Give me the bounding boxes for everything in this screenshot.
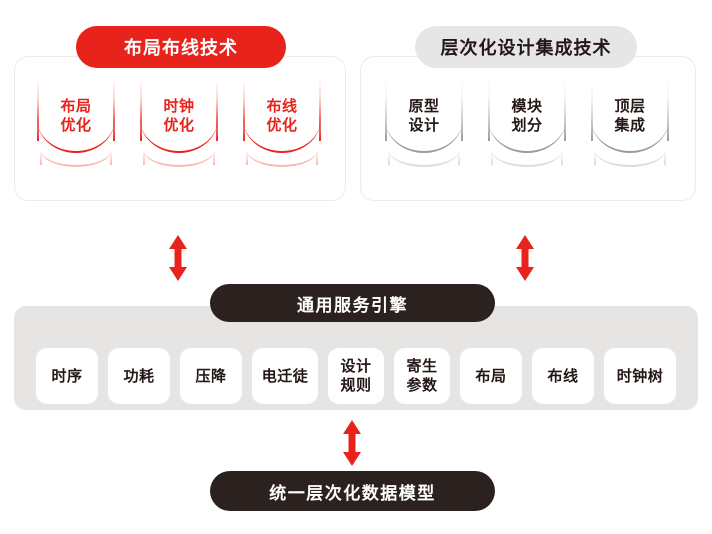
cylinder-base-shadow [491, 141, 563, 167]
data-model-pill: 统一层次化数据模型 [210, 471, 495, 511]
cylinder-wall-right [216, 79, 218, 141]
chip-power[interactable]: 功耗 [108, 348, 170, 404]
chip-electromigration[interactable]: 电迁徒 [252, 348, 318, 404]
cylinder-label: 模块划分 [488, 97, 566, 135]
cylinder-wall-left [385, 79, 387, 141]
chip-label: 电迁徒 [261, 367, 309, 385]
chip-label: 寄生 参数 [406, 358, 438, 394]
chip-label: 时钟树 [616, 367, 664, 385]
chip-ir-drop[interactable]: 压降 [180, 348, 242, 404]
cylinder-wall-left [591, 79, 593, 141]
cylinder-wall-left [488, 79, 490, 141]
cylinder-label-line2: 设计 [408, 117, 440, 134]
cylinder-base-shadow [594, 141, 666, 167]
panel-hierarchical-design: 原型设计 模块划分 顶层集成 [360, 56, 696, 201]
cylinder-base-shadow [246, 141, 318, 167]
cylinder-label: 顶层集成 [591, 97, 669, 135]
cylinder-label-line2: 优化 [163, 117, 195, 134]
chip-label: 时序 [51, 367, 83, 385]
cylinder-clock-optimization[interactable]: 时钟优化 [140, 79, 218, 175]
section-title-hierarchical-design: 层次化设计集成技术 [415, 26, 637, 68]
cylinder-wall-right [113, 79, 115, 141]
cylinder-label: 原型设计 [385, 97, 463, 135]
cylinder-wall-right [667, 79, 669, 141]
cylinder-label-line1: 时钟 [163, 98, 195, 115]
section-title-placement-routing: 布局布线技术 [76, 26, 286, 68]
double-arrow-icon-right-link [514, 235, 536, 281]
engine-title-pill: 通用服务引擎 [210, 284, 495, 322]
cylinder-label-line2: 优化 [266, 117, 298, 134]
cylinder-wall-left [140, 79, 142, 141]
cylinder-label-line1: 布线 [266, 98, 298, 115]
chip-label: 布线 [547, 367, 579, 385]
cylinder-wall-right [564, 79, 566, 141]
chip-design-rule[interactable]: 设计 规则 [328, 348, 384, 404]
cylinder-label-line1: 顶层 [614, 98, 646, 115]
chip-placement[interactable]: 布局 [460, 348, 522, 404]
cylinder-top-level-integration[interactable]: 顶层集成 [591, 79, 669, 175]
chip-parasitic-parameter[interactable]: 寄生 参数 [394, 348, 450, 404]
cylinder-label-line1: 布局 [60, 98, 92, 115]
cylinder-label-line1: 模块 [511, 98, 543, 115]
cylinder-placement-optimization[interactable]: 布局优化 [37, 79, 115, 175]
cylinder-wall-left [37, 79, 39, 141]
panel-placement-routing: 布局优化 时钟优化 布线优化 [14, 56, 346, 201]
chip-routing[interactable]: 布线 [532, 348, 594, 404]
cylinder-routing-optimization[interactable]: 布线优化 [243, 79, 321, 175]
cylinder-module-partition[interactable]: 模块划分 [488, 79, 566, 175]
cylinder-prototype-design[interactable]: 原型设计 [385, 79, 463, 175]
cylinder-group-right: 原型设计 模块划分 顶层集成 [361, 57, 695, 200]
double-arrow-icon-bottom-link [341, 420, 363, 466]
cylinder-label-line2: 划分 [511, 117, 543, 134]
cylinder-base-shadow [40, 141, 112, 167]
chip-label: 布局 [475, 367, 507, 385]
cylinder-group-left: 布局优化 时钟优化 布线优化 [15, 57, 345, 200]
chip-label: 设计 规则 [340, 358, 372, 394]
engine-chip-row: 时序 功耗 压降 电迁徒 设计 规则 寄生 参数 布局 布线 [14, 348, 698, 404]
cylinder-label: 布局优化 [37, 97, 115, 135]
cylinder-base-shadow [143, 141, 215, 167]
chip-label: 功耗 [123, 367, 155, 385]
cylinder-body [140, 79, 218, 153]
cylinder-label-line2: 优化 [60, 117, 92, 134]
chip-clock-tree[interactable]: 时钟树 [604, 348, 676, 404]
cylinder-label: 布线优化 [243, 97, 321, 135]
cylinder-label-line1: 原型 [408, 98, 440, 115]
double-arrow-icon-left-link [167, 235, 189, 281]
engine-service-band: 时序 功耗 压降 电迁徒 设计 规则 寄生 参数 布局 布线 [14, 306, 698, 410]
chip-label: 压降 [195, 367, 227, 385]
cylinder-base-shadow [388, 141, 460, 167]
cylinder-label-line2: 集成 [614, 117, 646, 134]
cylinder-wall-right [461, 79, 463, 141]
cylinder-wall-left [243, 79, 245, 141]
cylinder-wall-right [319, 79, 321, 141]
chip-timing[interactable]: 时序 [36, 348, 98, 404]
cylinder-label: 时钟优化 [140, 97, 218, 135]
